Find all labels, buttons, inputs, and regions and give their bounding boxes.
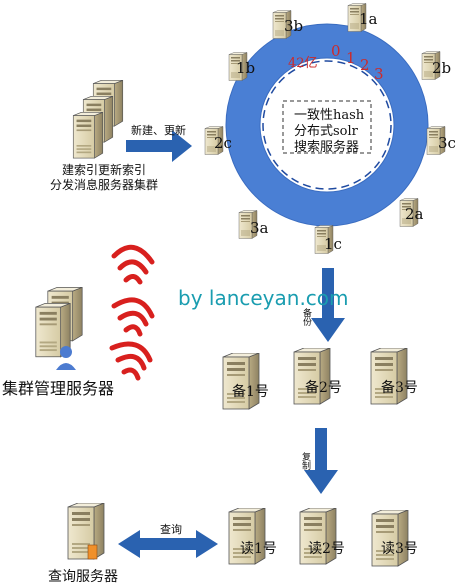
node-label-2a: 2a	[405, 205, 424, 223]
backup-server-1-label: 备1号	[232, 384, 269, 400]
node-label-1c: 1c	[324, 235, 342, 253]
index-cluster	[72, 80, 124, 159]
ring-label-1: 1	[346, 49, 356, 67]
signal-waves	[109, 244, 155, 381]
node-label-3a: 3a	[250, 219, 269, 237]
arrow-query-bidirectional	[118, 530, 218, 558]
query-server-icon	[67, 503, 105, 560]
node-label-3b: 3b	[284, 17, 304, 35]
signal-wave-icon	[117, 310, 149, 327]
node-label-2c: 2c	[214, 134, 232, 152]
hash-ring	[225, 23, 429, 227]
signal-wave-icon	[123, 274, 143, 285]
signal-wave-icon	[109, 341, 153, 363]
signal-wave-icon	[111, 297, 155, 319]
node-label-1a: 1a	[359, 10, 378, 28]
user-head-icon	[60, 346, 72, 358]
ring-band	[226, 24, 428, 226]
query-server	[67, 503, 105, 560]
node-label-3c: 3c	[438, 134, 456, 152]
read-server-3-label: 读3号	[381, 541, 418, 557]
ring-center-line-2: 分布式solr	[294, 124, 358, 139]
ring-label-42yi: 42亿	[288, 56, 318, 71]
backup-server-2-label: 备2号	[305, 380, 342, 396]
index-cluster-label-1: 建索引更新索引	[62, 163, 147, 177]
arrow-copy-down	[304, 428, 338, 494]
node-label-2b: 2b	[432, 59, 452, 77]
arrow-backup-down	[311, 268, 345, 342]
arrow-to-ring	[126, 130, 192, 162]
signal-wave-icon	[123, 324, 143, 337]
cluster-server-icon	[72, 112, 104, 159]
backup-server-3-label: 备3号	[381, 380, 418, 396]
cluster-manager-label: 集群管理服务器	[2, 379, 115, 398]
index-cluster-label-2: 分发消息服务器集群	[50, 178, 159, 192]
cluster-manager	[35, 287, 83, 370]
user-body-icon	[56, 363, 76, 370]
ring-label-0: 0	[331, 42, 341, 60]
ring-center-line-3: 搜索服务器	[294, 140, 360, 155]
read-server-2-label: 读2号	[308, 541, 345, 557]
arrow-label-query: 查询	[160, 523, 182, 536]
document-icon	[87, 544, 98, 560]
ring-dashed-line	[262, 60, 392, 190]
signal-wave-icon	[115, 353, 147, 371]
ring-label-3: 3	[374, 65, 384, 83]
ring-inner-edge	[259, 57, 395, 193]
ring-label-2: 2	[360, 56, 370, 74]
ring-center-box	[282, 100, 372, 154]
signal-wave-icon	[121, 367, 141, 381]
ring-center-line-1: 一致性hash	[294, 108, 365, 123]
arrow-label-copy: 复制	[300, 452, 310, 470]
query-server-label: 查询服务器	[48, 569, 118, 585]
signal-wave-icon	[117, 259, 149, 275]
node-label-1b: 1b	[236, 59, 256, 77]
arrow-label-backup: 备份	[301, 308, 311, 326]
read-server-1-label: 读1号	[240, 541, 277, 557]
signal-wave-icon	[111, 244, 155, 265]
watermark-text: by lanceyan.com	[178, 286, 349, 310]
arrow-label-create-update: 新建、更新	[131, 124, 186, 137]
